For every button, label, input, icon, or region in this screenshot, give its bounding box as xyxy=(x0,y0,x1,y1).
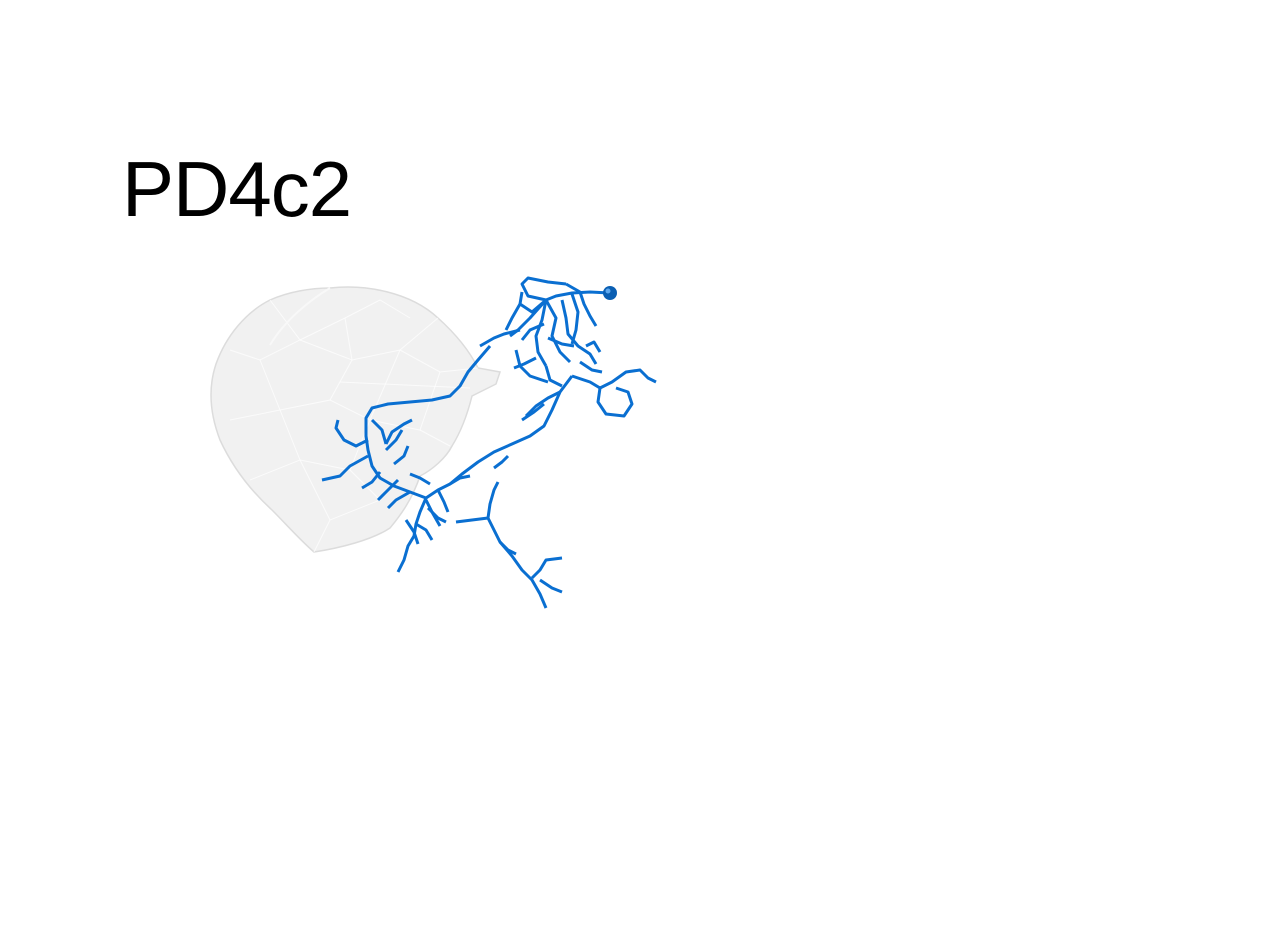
neuropil-facets xyxy=(229,299,479,553)
soma-marker xyxy=(603,286,617,300)
neuron-skeleton xyxy=(321,276,657,609)
neuron-type-title: PD4c2 xyxy=(122,145,352,233)
neuropil-mesh xyxy=(210,286,501,553)
neuropil-outline xyxy=(210,286,501,553)
